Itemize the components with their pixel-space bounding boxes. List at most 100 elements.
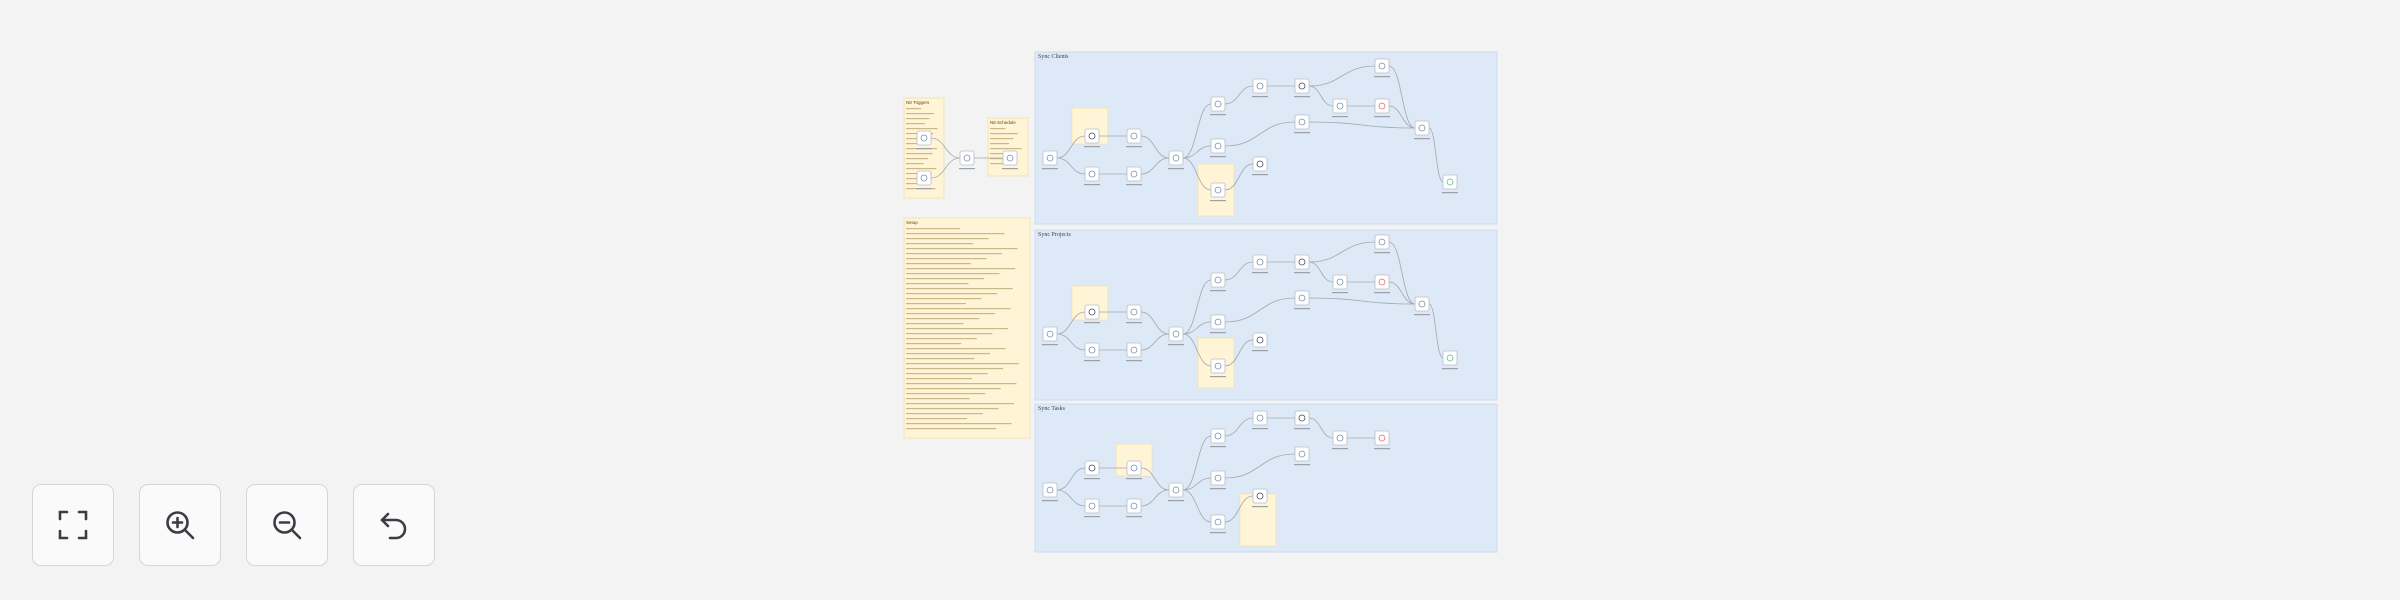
code-node[interactable] [1374,234,1390,254]
merge-node[interactable] [1168,150,1184,170]
merge-icon [1418,300,1426,308]
node-box [1210,514,1226,530]
connection-edge [1308,85,1334,107]
flow-start-node[interactable] [1042,150,1058,170]
node-box [1252,78,1268,94]
node-label-line [1126,322,1142,324]
edit-node[interactable] [1210,182,1226,202]
db-node[interactable] [1294,410,1310,430]
edit-node[interactable] [1126,342,1142,362]
connection-edge [1182,103,1212,159]
connection-edge [1308,241,1376,263]
code-node[interactable] [1210,96,1226,116]
code-node[interactable] [1374,58,1390,78]
sync-node[interactable] [1252,78,1268,98]
fetch-node[interactable] [1084,498,1100,518]
connection-edge [1308,65,1376,87]
note-text-line [906,258,987,260]
db-node[interactable] [1252,156,1268,176]
sync-node[interactable] [1252,410,1268,430]
note-text-line [906,308,1011,310]
flow-start-node[interactable] [1042,326,1058,346]
zoom-out-button[interactable] [246,484,328,566]
note-text-line [906,288,1013,290]
merge-node[interactable] [1168,326,1184,346]
merge-node[interactable] [1168,482,1184,502]
edit-node[interactable] [1126,498,1142,518]
trigger-node[interactable] [916,170,932,190]
done-node[interactable] [1442,350,1458,370]
node-box [1442,350,1458,366]
code-icon [1378,238,1386,246]
search-node[interactable] [1332,274,1348,294]
node-box [1126,460,1142,476]
db-node[interactable] [1084,128,1100,148]
edit-node[interactable] [1210,358,1226,378]
flow-start-node[interactable] [1042,482,1058,502]
schedule-node[interactable] [1002,150,1018,170]
edit-node[interactable] [1126,166,1142,186]
zoom-in-button[interactable] [139,484,221,566]
code-icon [1214,276,1222,284]
search-node[interactable] [1332,430,1348,450]
trigger-node[interactable] [916,130,932,150]
node-box [1042,150,1058,166]
search-node[interactable] [1332,98,1348,118]
edit-node[interactable] [1126,460,1142,480]
note-text-line [990,133,1018,135]
node-label-line [1210,114,1226,116]
sync-node[interactable] [1294,114,1310,134]
connection-edge [1224,453,1296,479]
db-node[interactable] [1252,332,1268,352]
sync-node[interactable] [1294,290,1310,310]
filter-node[interactable] [1210,314,1226,334]
edit-node[interactable] [1210,514,1226,534]
merge-node[interactable] [959,150,975,170]
db-icon [1298,414,1306,422]
connection-edge [1428,127,1444,183]
connection-edge [1224,261,1254,281]
fetch-node[interactable] [1084,342,1100,362]
fetch-icon [1088,170,1096,178]
error-node[interactable] [1374,430,1390,450]
edit-node[interactable] [1126,304,1142,324]
db-node[interactable] [1252,488,1268,508]
connection-edge [930,157,961,179]
note-text-line [906,388,1001,390]
fetch-icon [1088,346,1096,354]
fetch-node[interactable] [1084,166,1100,186]
done-node[interactable] [1442,174,1458,194]
sticky-note-schedule-note[interactable] [987,117,1029,177]
db-node[interactable] [1084,460,1100,480]
error-node[interactable] [1374,274,1390,294]
node-label-line [1210,290,1226,292]
edit-node[interactable] [1126,128,1142,148]
note-text-line [906,263,971,265]
merge-node[interactable] [1414,120,1430,140]
db-node[interactable] [1294,254,1310,274]
db-node[interactable] [1084,304,1100,324]
merge-icon [963,154,971,162]
merge-node[interactable] [1414,296,1430,316]
filter-node[interactable] [1210,470,1226,490]
filter-icon [1214,318,1222,326]
node-box [1126,498,1142,514]
error-node[interactable] [1374,98,1390,118]
reset-zoom-button[interactable] [353,484,435,566]
edit-icon [1214,186,1222,194]
node-label-line [1042,344,1058,346]
filter-node[interactable] [1210,138,1226,158]
node-label-line [1252,428,1268,430]
db-node[interactable] [1294,78,1310,98]
node-box [1168,150,1184,166]
connection-edge [1224,85,1254,105]
note-text-line [906,348,1006,350]
code-node[interactable] [1210,272,1226,292]
node-label-line [1210,376,1226,378]
fit-view-button[interactable] [32,484,114,566]
node-box [1126,304,1142,320]
code-node[interactable] [1210,428,1226,448]
sync-node[interactable] [1252,254,1268,274]
sync-node[interactable] [1294,446,1310,466]
